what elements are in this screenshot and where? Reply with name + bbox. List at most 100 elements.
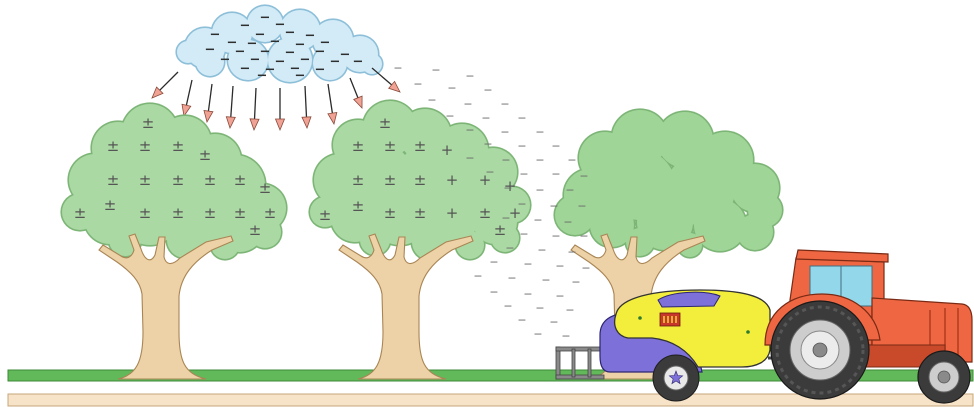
arrow-head-icon [204, 111, 213, 122]
sprayer-rivet [638, 316, 642, 320]
cloud-charge: − [240, 19, 251, 34]
arrow-shaft [255, 88, 256, 119]
spray-droplet-charge: − [579, 230, 588, 243]
leaf-charge: ± [384, 204, 397, 222]
cloud-charge: − [270, 35, 281, 50]
spray-droplet-charge: − [541, 274, 550, 287]
spray-droplet-charge: − [489, 256, 498, 269]
spray-droplet-charge: − [563, 216, 572, 229]
arrow [182, 80, 192, 116]
tree-left: ±±±±±±±±±±±±±±±±±±± [60, 102, 287, 379]
cloud-charge: − [275, 55, 286, 70]
spray-droplet-charge: − [473, 270, 482, 283]
cloud-charge: − [205, 43, 216, 58]
cloud-charge: − [340, 48, 351, 63]
spray-droplet-charge: − [535, 302, 544, 315]
leaf-charge: ± [139, 204, 152, 222]
spray-droplet-charge: − [523, 258, 532, 271]
spray-droplet-charge: − [445, 110, 454, 123]
leaf-charge: ± [234, 171, 247, 189]
cloud-charge: − [260, 11, 271, 26]
leaf-charge: + [441, 141, 454, 159]
spray-droplet-charge: − [465, 152, 474, 165]
spray-droplet-charge: − [581, 262, 590, 275]
spray-droplet-charge: − [555, 290, 564, 303]
arrow [152, 72, 178, 98]
leaf-charge: ± [142, 114, 155, 132]
arrow-head-icon [328, 112, 337, 124]
spray-droplet-charge: − [507, 272, 516, 285]
spray-droplet-charge: − [519, 228, 528, 241]
arrow [302, 86, 311, 128]
leaf-charge: ± [74, 204, 87, 222]
cloud-charge: − [250, 53, 261, 68]
cloud-lobe [177, 41, 199, 63]
cloud-charge: − [285, 46, 296, 61]
arrow-shaft [328, 84, 332, 113]
spray-droplet-charge: − [551, 168, 560, 181]
spray-droplet-charge: − [501, 212, 510, 225]
boom-post [556, 347, 560, 379]
spray-droplet-charge: − [485, 166, 494, 179]
arrow-head-icon [354, 96, 362, 108]
spray-droplet-charge: − [413, 78, 422, 91]
spray-droplet-charge: − [465, 70, 474, 83]
leaf-charge: ± [234, 204, 247, 222]
spray-droplet-charge: − [517, 314, 526, 327]
spray-droplet-charge: − [535, 154, 544, 167]
leaf-charge: ± [199, 146, 212, 164]
arrow [226, 86, 235, 128]
spray-droplet-charge: − [503, 182, 512, 195]
boom-rail-bottom [556, 375, 604, 379]
spray-droplet-charge: − [533, 214, 542, 227]
boom-rail-top [556, 347, 604, 351]
arrow [250, 88, 259, 130]
spray-droplet-charge: − [555, 260, 564, 273]
cloud-charge: − [220, 53, 231, 68]
rear-hub [813, 343, 827, 357]
spray-droplet-charge: − [393, 62, 402, 75]
spray-droplet-charge: − [549, 200, 558, 213]
arrow-shaft [305, 86, 306, 117]
cloud-charge: − [235, 45, 246, 60]
leaf-charge: ± [414, 137, 427, 155]
air-blast-sprayer [556, 290, 796, 401]
tractor-front-wheel [918, 351, 970, 403]
leaf-charge: ± [139, 171, 152, 189]
cloud-charge: − [210, 28, 221, 43]
spray-droplet-charge: − [517, 198, 526, 211]
spray-droplet-charge: − [519, 168, 528, 181]
spray-droplet-charge: − [483, 138, 492, 151]
leaf-charge: ± [352, 171, 365, 189]
spray-droplet-charge: − [551, 140, 560, 153]
leaf-charge: ± [379, 114, 392, 132]
tractor-rear-wheel [771, 301, 869, 399]
spray-droplet-charge: − [577, 200, 586, 213]
leaf-charge: + [446, 171, 459, 189]
spray-droplet-charge: − [483, 84, 492, 97]
sprayer-wheel [653, 355, 699, 401]
cloud-charge: − [353, 55, 364, 70]
spray-droplet-charge: − [537, 244, 546, 257]
cloud-charge: − [257, 69, 268, 84]
leaf-charge: ± [352, 197, 365, 215]
cloud-charge: − [295, 69, 306, 84]
cloud-charge: − [247, 37, 258, 52]
leaf-charge: ± [172, 204, 185, 222]
front-hub [938, 371, 950, 383]
arrow-shaft [186, 80, 192, 105]
leaf-charge: + [446, 204, 459, 222]
spray-droplet-charge: − [427, 94, 436, 107]
leaf-charge: ± [264, 204, 277, 222]
spray-droplet-charge: − [503, 300, 512, 313]
spray-droplet-charge: − [567, 154, 576, 167]
cloud-charge: − [295, 38, 306, 53]
spray-droplet-charge: − [551, 230, 560, 243]
arrow [350, 78, 362, 108]
arrow [276, 88, 285, 130]
spray-droplet-charge: − [561, 330, 570, 343]
arrow [204, 84, 213, 122]
leaf-charge: ± [352, 137, 365, 155]
leaf-charge: ± [319, 206, 332, 224]
